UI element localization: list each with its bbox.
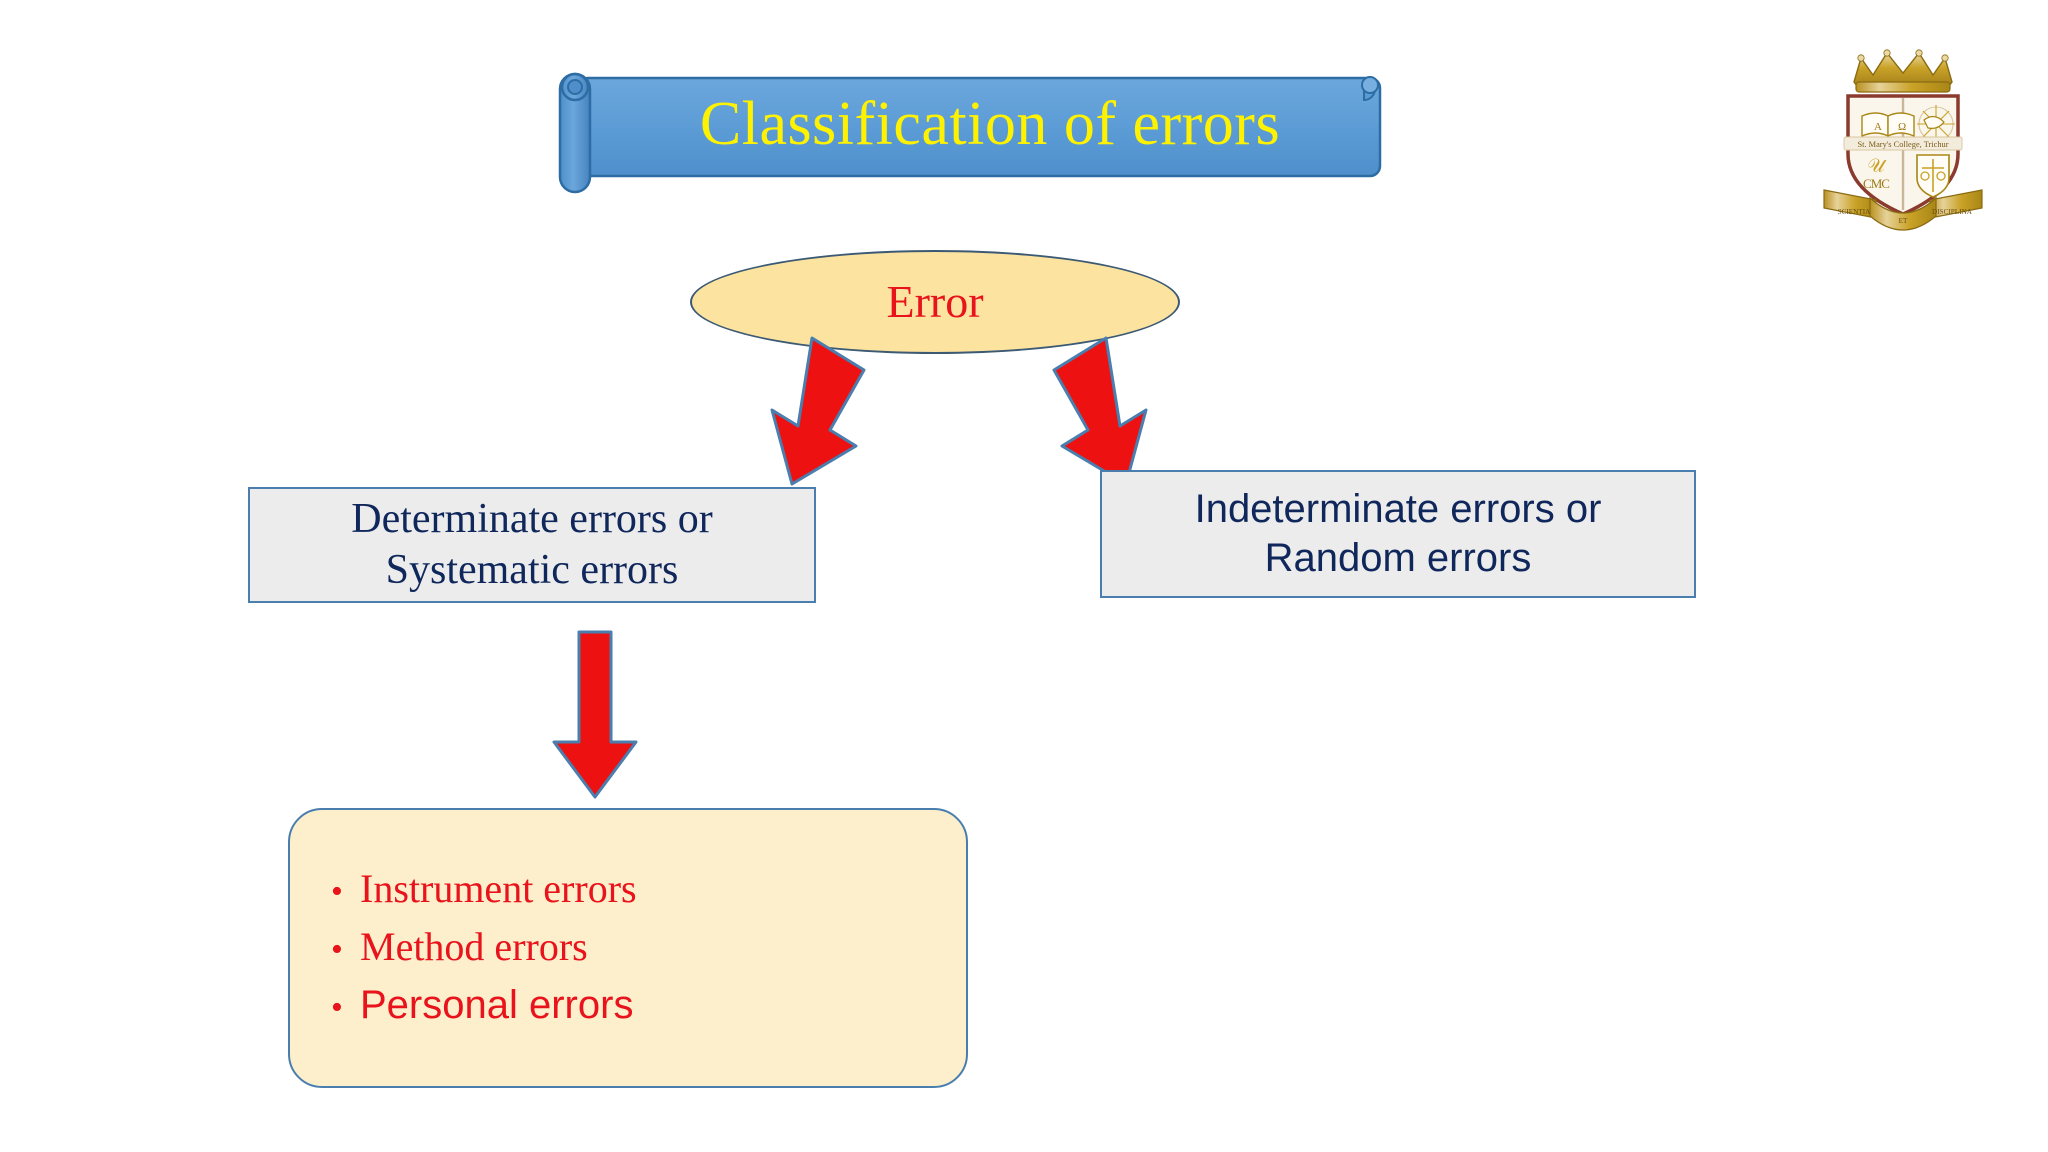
inner-shield-icon	[1916, 154, 1950, 198]
arrow-error-to-determinate	[768, 336, 900, 486]
list-item: • Method errors	[314, 924, 966, 970]
motto-ribbon: SCIENTIA ET DISCIPLINA	[1823, 189, 1983, 231]
list-item: • Instrument errors	[314, 866, 966, 912]
svg-text:A: A	[1874, 121, 1882, 133]
crest-institution-text: St. Mary's College, Trichur	[1857, 140, 1948, 149]
list-item-label-instrument-errors: Instrument errors	[360, 866, 637, 911]
book-icon: A Ω	[1861, 112, 1915, 138]
list-item-label-personal-errors: Personal errors	[360, 983, 634, 1027]
motto-center-text: ET	[1899, 217, 1908, 225]
page-title: Classification of errors	[699, 90, 1281, 158]
svg-text:𝒰: 𝒰	[1867, 156, 1887, 177]
node-indeterminate-line-2: Random errors	[1264, 536, 1532, 580]
node-systematic-error-types: • Instrument errors • Method errors • Pe…	[288, 808, 968, 1088]
node-indeterminate-errors: Indeterminate errors or Random errors	[1100, 470, 1696, 598]
arrow-determinate-to-types	[552, 630, 638, 800]
node-determinate-errors: Determinate errors or Systematic errors	[248, 487, 816, 603]
ellipse-shape	[690, 250, 1180, 354]
ribbon-shape-icon	[558, 72, 1382, 194]
title-banner: Classification of errors	[548, 72, 1388, 198]
node-determinate-line-1: Determinate errors or	[351, 495, 713, 542]
motto-left-text: SCIENTIA	[1838, 208, 1872, 216]
college-crest-logo: A Ω 𝒰 CMC	[1818, 42, 1988, 232]
node-determinate-line-2: Systematic errors	[385, 547, 679, 593]
monogram-icon: 𝒰 CMC	[1863, 156, 1890, 191]
bullet-icon: •	[331, 931, 343, 968]
node-error: Error	[690, 250, 1180, 354]
node-error-label: Error	[886, 276, 984, 327]
list-item-label-method-errors: Method errors	[360, 924, 588, 969]
arrow-down-icon	[552, 630, 638, 799]
arrow-error-to-indeterminate	[1018, 336, 1150, 486]
list-item: • Personal errors	[314, 982, 966, 1028]
node-indeterminate-line-1: Indeterminate errors or	[1194, 487, 1602, 532]
svg-text:CMC: CMC	[1863, 176, 1889, 191]
crest-icon: A Ω 𝒰 CMC	[1823, 49, 1983, 231]
arrow-down-right-icon	[1052, 336, 1148, 486]
motto-right-text: DISCIPLINA	[1932, 208, 1973, 216]
svg-text:Ω: Ω	[1898, 121, 1906, 133]
bullet-icon: •	[331, 989, 343, 1026]
bullet-icon: •	[331, 873, 343, 910]
arrow-down-left-icon	[770, 336, 866, 486]
